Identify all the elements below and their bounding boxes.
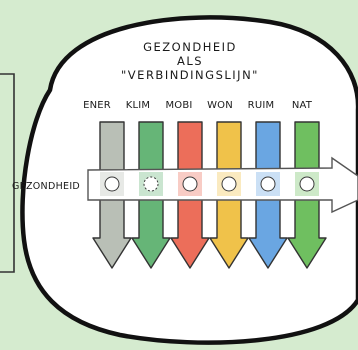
column-label-ruim: RUIM (247, 100, 275, 111)
connector-circle-nat (299, 176, 315, 192)
title-line-1: GEZONDHEID (143, 40, 237, 54)
column-label-klim: KLIM (125, 100, 151, 111)
title-line-2: ALS (176, 54, 204, 68)
connector-circles (100, 172, 319, 196)
column-label-ener: ENER (83, 100, 111, 111)
column-arrows (92, 121, 327, 269)
connector-label: GEZONDHEID (12, 181, 81, 192)
connector-circle-klim (143, 176, 159, 192)
column-label-won: WON (207, 100, 233, 111)
left-bracket (0, 73, 15, 273)
connector-circle-won (221, 176, 237, 192)
connector-circle-ener (104, 176, 120, 192)
column-label-mobi: MOBI (165, 100, 193, 111)
column-label-nat: NAT (291, 100, 313, 111)
connector-circle-mobi (182, 176, 198, 192)
title-line-3: "VERBINDINGSLIJN" (121, 68, 259, 82)
connector-circle-ruim (260, 176, 276, 192)
